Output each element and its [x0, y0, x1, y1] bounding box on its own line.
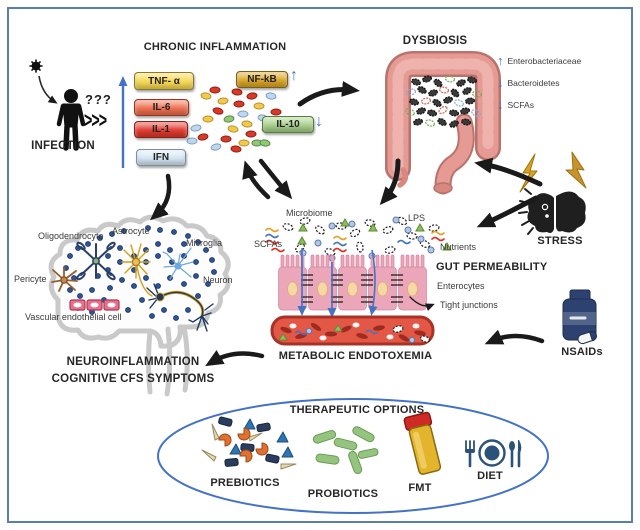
scfas-label: SCFAs — [254, 239, 283, 249]
nsaids-bottle-icon — [562, 289, 597, 345]
translocation-arrows — [297, 248, 378, 318]
fork-icon — [465, 440, 475, 468]
metabolic-endotoxemia-label: METABOLIC ENDOTOXEMIA — [278, 350, 433, 362]
arrow-stress-to-dysbiosis — [474, 157, 543, 187]
relationship-arrows — [150, 80, 545, 367]
therapeutic-options-title: THERAPEUTIC OPTIONS — [289, 404, 425, 416]
dysbiosis-title: DYSBIOSIS — [402, 35, 468, 47]
dysbiosis-marker-scfas: ↓ SCFAs — [497, 98, 534, 111]
diet-icon — [465, 439, 522, 468]
dysbiosis-bacteria-cluster — [405, 75, 483, 128]
brain-illustration — [48, 214, 231, 397]
arrow-nsaids-to-vessel — [484, 329, 545, 345]
lps-label: LPS — [408, 213, 426, 223]
prebiotics-label: PREBIOTICS — [210, 477, 280, 489]
arrow-stress-to-gut — [476, 195, 539, 228]
dysbiosis-marker-enterobacteriaceae: ↑ Enterobacteriaceae — [497, 54, 581, 67]
stress-brain-icon — [518, 188, 586, 235]
microglia-icon — [162, 247, 194, 280]
chronic-inflammation-title: CHRONIC INFLAMMATION — [143, 41, 287, 53]
trend-arrow: ↑ — [497, 53, 504, 68]
astrocyte-icon — [121, 243, 153, 297]
probiotics-icon — [312, 426, 379, 475]
prebiotics-icon — [201, 416, 297, 470]
marker-label: Enterobacteriaceae — [507, 55, 582, 66]
arrow-endotoxemia-to-brain — [205, 350, 265, 367]
microglia-label: Microglia — [186, 238, 223, 248]
cytokine-box-il1: IL-1 — [134, 121, 188, 138]
virus-to-person-arrow — [38, 75, 58, 104]
pericyte-icon — [51, 266, 78, 292]
enterocytes-illustration — [278, 254, 427, 311]
nsaids-label: NSAIDs — [561, 346, 603, 358]
fmt-jar-icon — [403, 411, 442, 475]
figure-border — [7, 7, 633, 523]
vascular-endothelial-label: Vascular endothelial cell — [25, 312, 122, 322]
microbiome-label: Microbiome — [286, 208, 333, 218]
arrow-inflammation-to-gut — [258, 158, 293, 200]
arrow-inflammation-to-brain — [150, 173, 172, 221]
nutrients-label: Nutrients — [440, 242, 477, 252]
person-icon — [56, 89, 86, 151]
astrocyte-label: Astrocyte — [112, 226, 150, 236]
cytokine-box-tnf: TNF- α — [134, 72, 194, 90]
neuron-icon — [146, 283, 214, 332]
oligodendrocyte-icon — [76, 241, 116, 281]
neuron-label: Neuron — [203, 275, 233, 285]
marker-label: SCFAs — [507, 99, 534, 110]
chevrons: >>> — [84, 108, 107, 134]
spoon-knife-icon — [509, 440, 522, 468]
neuroinflammation-label: NEUROINFLAMMATION — [66, 356, 200, 368]
blood-vessel-illustration — [270, 315, 435, 346]
dysbiosis-marker-bacteroidetes: ↓ Bacteroidetes — [497, 76, 559, 89]
infection-label: INFECTION — [31, 140, 95, 152]
pericyte-label: Pericyte — [14, 274, 47, 284]
scfa-wavy-icons — [265, 227, 445, 253]
arrow-dysbiosis-to-gut — [379, 158, 401, 206]
tight-junction-marks — [301, 274, 403, 303]
nutrient-triangle-icons — [297, 217, 452, 251]
trend-arrow: ↓ — [497, 97, 504, 112]
question-marks: ??? — [85, 92, 112, 107]
diet-label: DIET — [477, 470, 503, 482]
gut-permeability-title: GUT PERMEABILITY — [436, 261, 548, 273]
probiotics-label: PROBIOTICS — [307, 488, 379, 500]
arrow-inflammation-to-dysbiosis — [297, 80, 360, 107]
vascular-endothelial-icon — [69, 299, 120, 311]
arrow-tight-junction-pointer — [409, 296, 435, 311]
trend-arrow: ↓ — [497, 75, 504, 90]
cytokine-box-il6: IL-6 — [134, 99, 189, 116]
arrow-gut-to-inflammation — [242, 160, 271, 200]
lightning-bolt-icon — [519, 151, 587, 193]
virus-icon — [29, 59, 43, 73]
nfkb-trend-arrow: ↑ — [290, 67, 298, 84]
fmt-label: FMT — [408, 482, 432, 494]
il10-trend-arrow: ↓ — [315, 113, 323, 130]
stress-label: STRESS — [537, 235, 583, 247]
cytokine-box-il10: IL-10 — [262, 116, 314, 133]
cytokine-box-ifn: IFN — [136, 149, 186, 166]
intestine-illustration — [385, 51, 501, 195]
enterocytes-label: Enterocytes — [437, 281, 485, 291]
tight-junctions-label: Tight junctions — [440, 300, 498, 310]
cognitive-cfs-symptoms-label: COGNITIVE CFS SYMPTOMS — [51, 373, 215, 385]
marker-label: Bacteroidetes — [507, 77, 560, 88]
cytokine-box-nfkb: NF-kB — [236, 71, 288, 88]
oligodendrocyte-label: Oligodendrocyte — [38, 231, 104, 241]
